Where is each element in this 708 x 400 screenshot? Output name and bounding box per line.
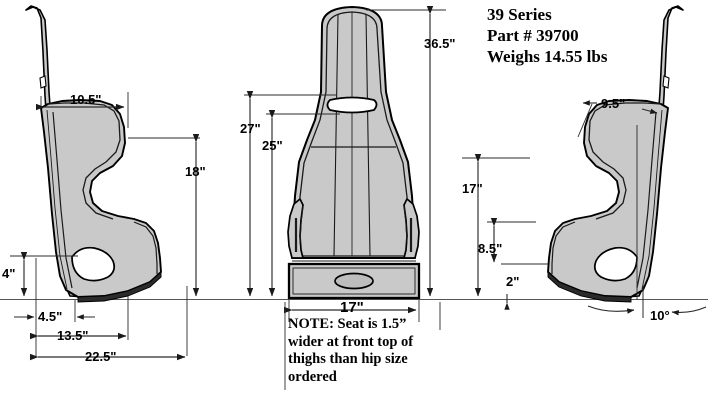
note-line-4: ordered [288,368,337,385]
dim-label-front-height-slot-top: 27" [240,121,261,136]
left-side-view [25,5,162,303]
dim-label-front-width-hip: 17" [340,299,364,316]
note-line-1: NOTE: Seat is 1.5” [288,316,407,332]
dim-label-right-depth-upper: 9.5" [601,96,626,111]
dim-label-left-width-mid: 13.5" [57,328,89,343]
title-line-part-number: Part # 39700 [487,26,579,45]
dim-label-right-height-cushion: 8.5" [478,241,503,256]
right-side-view [547,5,684,303]
dim-label-right-height-back: 17" [462,181,483,196]
note-line-3: thighs than hip size [288,351,408,367]
front-view [287,6,421,300]
title-line-series: 39 Series [487,5,552,24]
note-line-2: wider at front top of [288,333,414,350]
right-view-dimensions [462,100,707,318]
dim-label-front-height-overall: 36.5" [424,36,456,51]
dim-label-right-angle-tilt: 10° [650,308,670,323]
dim-label-left-height-base: 4" [2,266,16,281]
dim-label-left-height-seat: 18" [185,164,206,179]
front-view-dimensions [244,6,446,390]
note-block: NOTE: Seat is 1.5” wider at front top of… [288,316,463,386]
dim-label-front-height-slot-bottom: 25" [262,138,283,153]
dim-label-left-depth-upper: 10.5" [70,92,102,107]
left-view-dimensions [10,92,200,361]
dim-label-left-width-total: 22.5" [85,349,117,364]
title-line-weight: Weighs 14.55 lbs [487,47,608,66]
title-block: 39 Series Part # 39700 Weighs 14.55 lbs [487,4,687,67]
dim-label-right-height-edge: 2" [506,274,520,289]
dim-label-left-width-front: 4.5" [38,309,63,324]
